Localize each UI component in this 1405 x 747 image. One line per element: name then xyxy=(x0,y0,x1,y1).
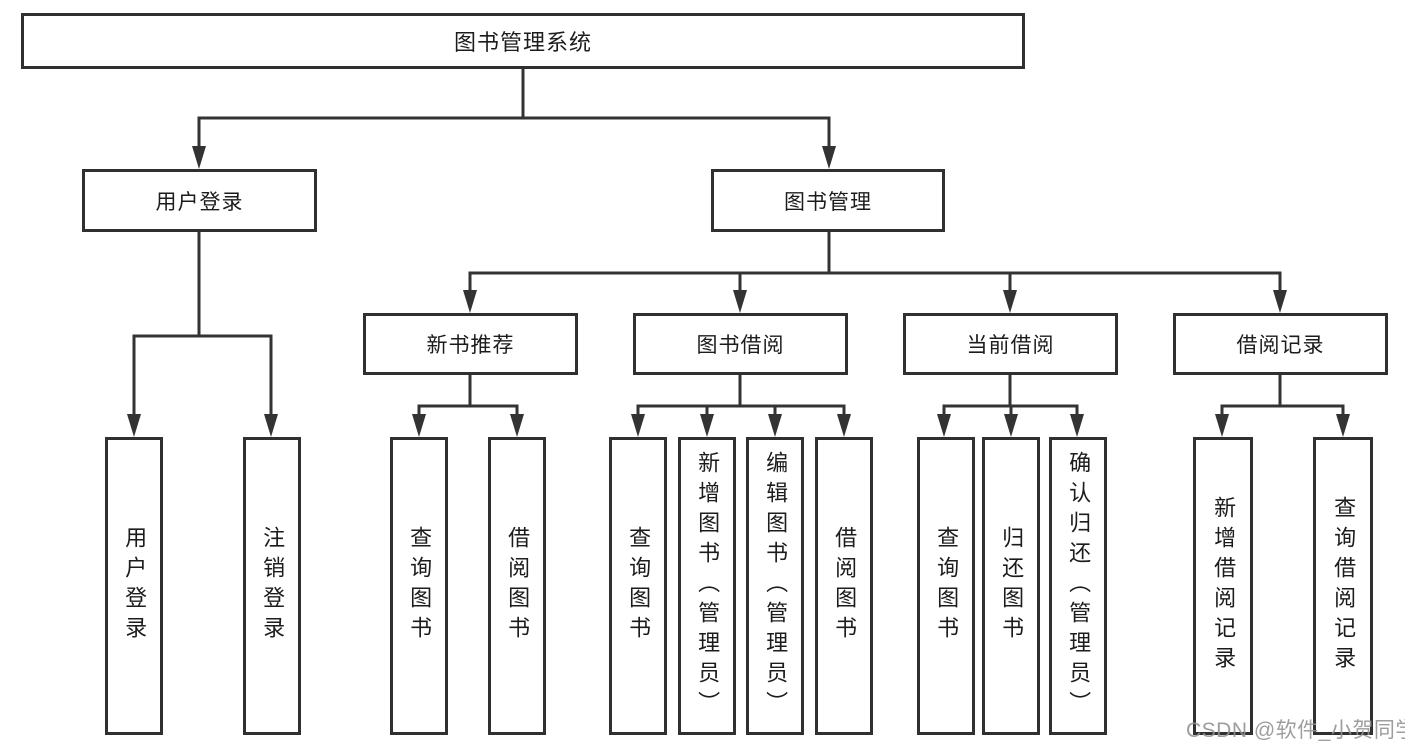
arrowhead xyxy=(1070,414,1084,437)
node-book-borrowing: 图书借阅 xyxy=(633,313,848,375)
leaf-logout: 注销登录 xyxy=(243,437,301,735)
node-label: 图书管理系统 xyxy=(453,30,592,55)
leaf-borrow-query-book: 查询图书 xyxy=(609,437,667,735)
node-new-book-recommendation: 新书推荐 xyxy=(363,313,578,375)
tree-connector-path xyxy=(132,67,1345,422)
node-current-borrowing: 当前借阅 xyxy=(903,313,1118,375)
leaf-label: 归还图书 xyxy=(999,526,1025,646)
leaf-label: 查询图书 xyxy=(407,526,433,646)
node-label: 图书借阅 xyxy=(696,334,785,357)
leaf-label: 注销登录 xyxy=(260,526,286,646)
arrowhead xyxy=(937,414,951,437)
leaf-borrow-borrow-book: 借阅图书 xyxy=(815,437,873,735)
leaf-records-query-record: 查询借阅记录 xyxy=(1313,437,1373,735)
arrowhead xyxy=(1273,290,1287,313)
arrowhead xyxy=(463,290,477,313)
leaf-borrow-add-book-admin: 新增图书（管理员） xyxy=(678,437,736,735)
arrowhead xyxy=(192,146,206,169)
arrowhead xyxy=(127,414,141,437)
leaf-label: 查询图书 xyxy=(626,526,652,646)
arrowhead xyxy=(631,414,645,437)
node-label: 图书管理 xyxy=(784,190,872,214)
node-label: 用户登录 xyxy=(155,190,244,214)
node-label: 当前借阅 xyxy=(966,334,1055,357)
leaf-borrow-edit-book-admin: 编辑图书（管理员） xyxy=(746,437,804,735)
leaf-label: 借阅图书 xyxy=(505,526,531,646)
arrowhead xyxy=(264,414,278,437)
leaf-label: 借阅图书 xyxy=(832,526,858,646)
arrowhead xyxy=(412,414,426,437)
leaf-current-return-book: 归还图书 xyxy=(982,437,1040,735)
arrowhead xyxy=(700,414,714,437)
leaf-recommend-borrow-book: 借阅图书 xyxy=(488,437,546,735)
leaf-current-confirm-return-admin: 确认归还（管理员） xyxy=(1049,437,1107,735)
node-label: 借阅记录 xyxy=(1236,334,1325,357)
csdn-watermark: CSDN @软件_小贺同学 xyxy=(1186,719,1405,742)
leaf-label: 新增借阅记录 xyxy=(1211,496,1237,676)
arrowhead xyxy=(1003,290,1017,313)
arrowhead xyxy=(768,414,782,437)
node-label: 新书推荐 xyxy=(426,334,515,357)
leaf-label: 查询借阅记录 xyxy=(1331,496,1357,676)
leaf-current-query-book: 查询图书 xyxy=(917,437,975,735)
leaf-user-login: 用户登录 xyxy=(105,437,163,735)
arrowhead xyxy=(1004,414,1018,437)
leaf-label: 确认归还（管理员） xyxy=(1066,451,1092,721)
arrowhead xyxy=(822,146,836,169)
node-borrowing-records: 借阅记录 xyxy=(1173,313,1388,375)
leaf-recommend-query-book: 查询图书 xyxy=(390,437,448,735)
arrowhead xyxy=(1336,414,1350,437)
arrowhead xyxy=(837,414,851,437)
arrowheads xyxy=(127,146,1350,437)
leaf-label: 新增图书（管理员） xyxy=(695,451,721,721)
arrowhead xyxy=(510,414,524,437)
leaf-label: 用户登录 xyxy=(122,526,148,646)
node-library-management-system: 图书管理系统 xyxy=(21,13,1025,69)
leaf-label: 查询图书 xyxy=(934,526,960,646)
node-user-login: 用户登录 xyxy=(82,169,317,232)
node-book-management: 图书管理 xyxy=(711,169,945,232)
leaf-label: 编辑图书（管理员） xyxy=(763,451,789,721)
leaf-records-add-record: 新增借阅记录 xyxy=(1193,437,1253,735)
arrowhead xyxy=(1215,414,1229,437)
arrowhead xyxy=(733,290,747,313)
